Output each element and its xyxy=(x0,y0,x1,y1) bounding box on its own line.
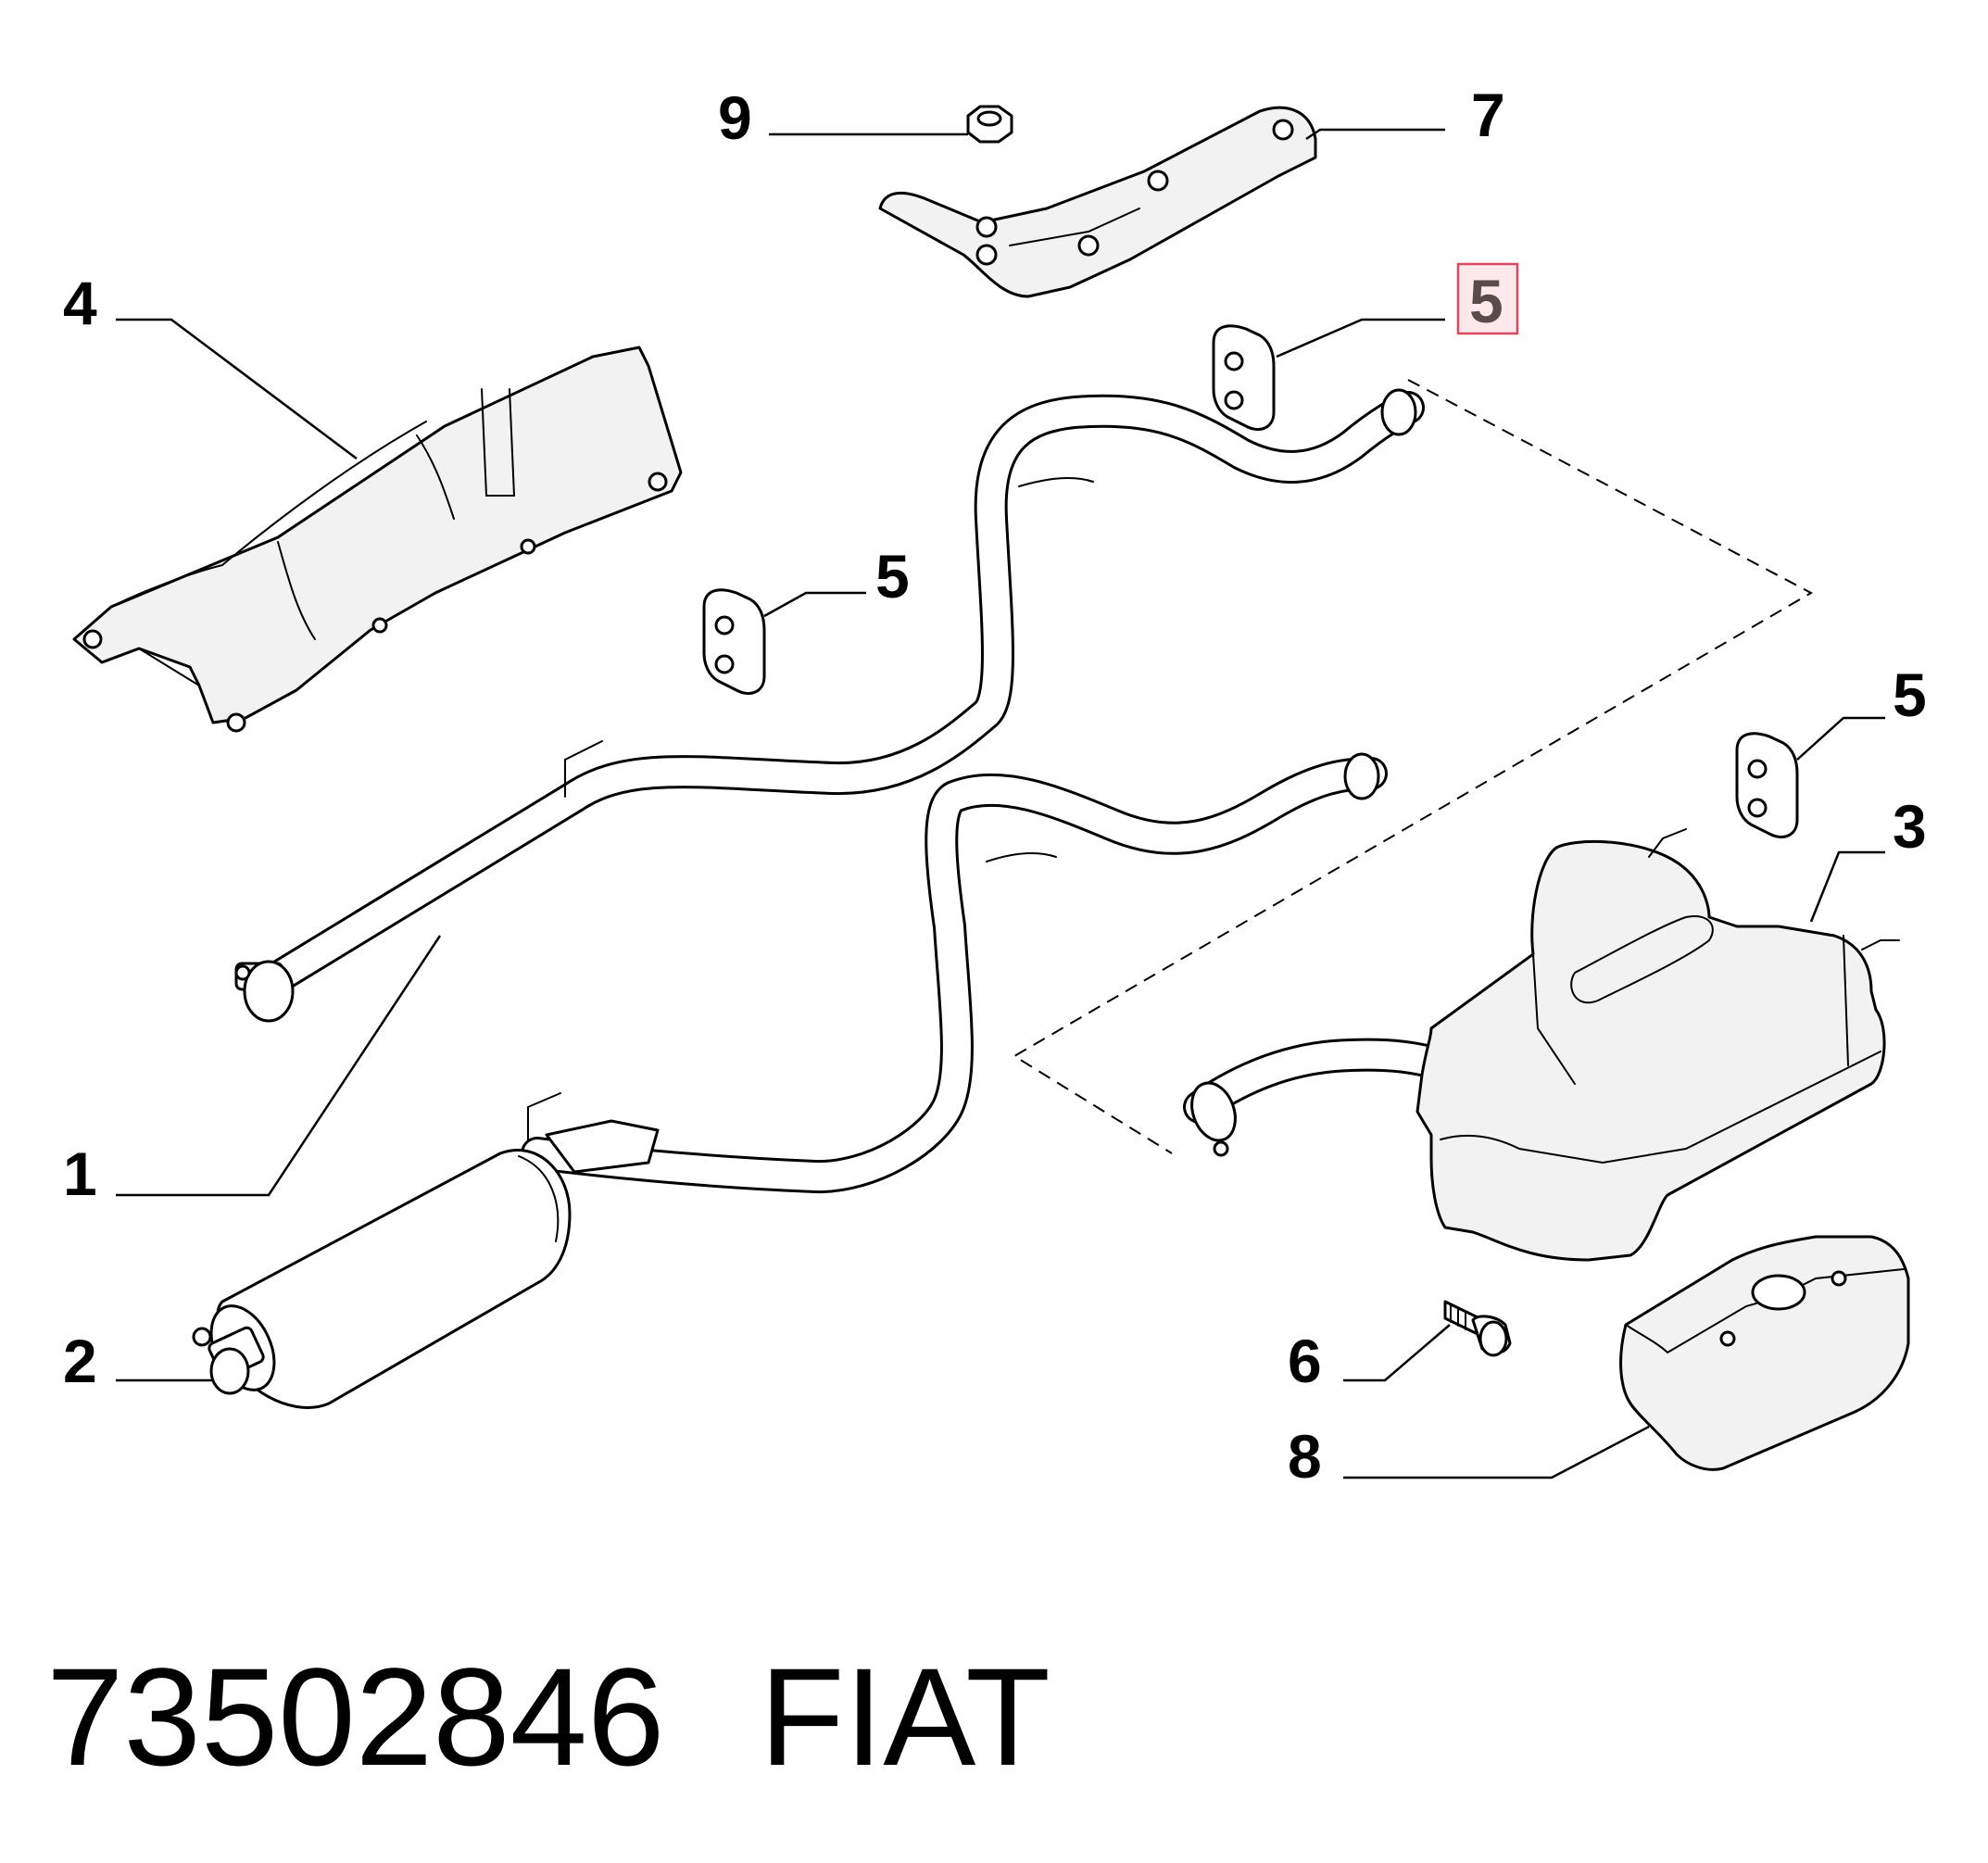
part-8-rear-shield[interactable] xyxy=(1619,1235,1910,1471)
leader-1 xyxy=(116,935,442,1197)
part-5-rubber-mount-right[interactable] xyxy=(1735,732,1799,838)
part-1-front-pipe[interactable] xyxy=(234,388,1425,1023)
part-2-front-silencer[interactable] xyxy=(192,1148,572,1409)
callout-7[interactable]: 7 xyxy=(1471,81,1505,149)
callout-2[interactable]: 2 xyxy=(63,1327,97,1395)
footer-brand: FIAT xyxy=(760,1639,1051,1794)
leader-7 xyxy=(1305,128,1445,141)
leader-5-top xyxy=(1276,318,1445,359)
part-6-bolt[interactable] xyxy=(1443,1300,1512,1357)
leader-4 xyxy=(116,318,358,459)
leader-6 xyxy=(1343,1324,1451,1382)
leader-5-mid xyxy=(763,591,866,618)
callout-5-mid[interactable]: 5 xyxy=(875,542,910,611)
leader-5-right xyxy=(1796,716,1885,761)
callout-5-right[interactable]: 5 xyxy=(1893,661,1927,729)
callout-5-top[interactable]: 5 xyxy=(1469,267,1504,335)
callout-6[interactable]: 6 xyxy=(1288,1327,1322,1395)
callout-4[interactable]: 4 xyxy=(63,269,97,337)
part-5-rubber-mount-mid[interactable] xyxy=(702,588,766,695)
leader-3 xyxy=(1809,850,1885,923)
part-9-nut[interactable] xyxy=(966,105,1013,144)
assembly-dashed-outline xyxy=(1013,379,1814,1154)
callout-9[interactable]: 9 xyxy=(718,83,752,152)
callout-3[interactable]: 3 xyxy=(1893,792,1927,861)
callout-1[interactable]: 1 xyxy=(63,1139,97,1208)
part-4-heat-shield[interactable] xyxy=(72,346,683,733)
center-pipe xyxy=(521,752,1388,1194)
callout-5-highlight-box xyxy=(1456,262,1519,335)
footer-part-number: 73502846 xyxy=(46,1639,664,1794)
callout-8[interactable]: 8 xyxy=(1288,1422,1322,1491)
part-3-rear-silencer[interactable] xyxy=(1183,828,1900,1262)
leader-8 xyxy=(1343,1425,1650,1479)
part-7-bracket[interactable] xyxy=(878,106,1317,298)
part-5-rubber-mount-top[interactable] xyxy=(1212,324,1276,431)
